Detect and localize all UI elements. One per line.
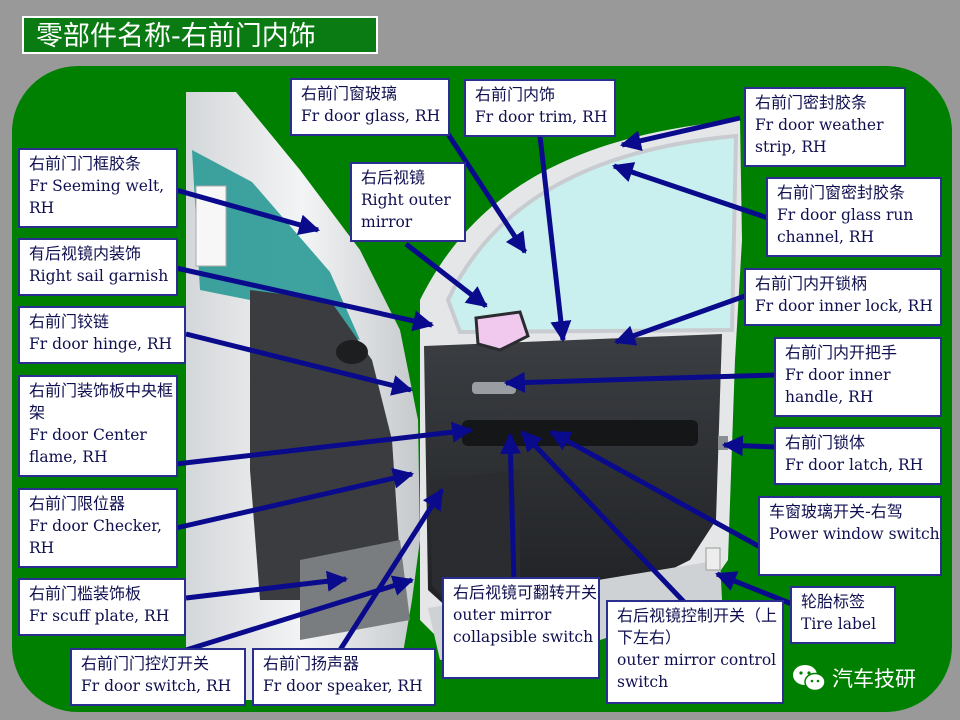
scuff-area bbox=[300, 540, 410, 640]
label-mirror-control: 右后视镜控制开关（上下左右）outer mirror control switc… bbox=[606, 600, 784, 704]
page-title: 零部件名称-右前门内饰 bbox=[22, 16, 378, 54]
rear-window bbox=[192, 150, 360, 340]
armrest bbox=[462, 420, 698, 446]
air-vent bbox=[336, 340, 368, 364]
side-mirror bbox=[474, 310, 530, 352]
watermark-text: 汽车技研 bbox=[832, 667, 916, 691]
wechat-icon bbox=[793, 665, 826, 692]
speaker-pocket bbox=[430, 470, 520, 606]
leader-arrows bbox=[175, 115, 793, 653]
watermark: 汽车技研 bbox=[792, 660, 932, 696]
tire-label-shape bbox=[705, 547, 721, 571]
